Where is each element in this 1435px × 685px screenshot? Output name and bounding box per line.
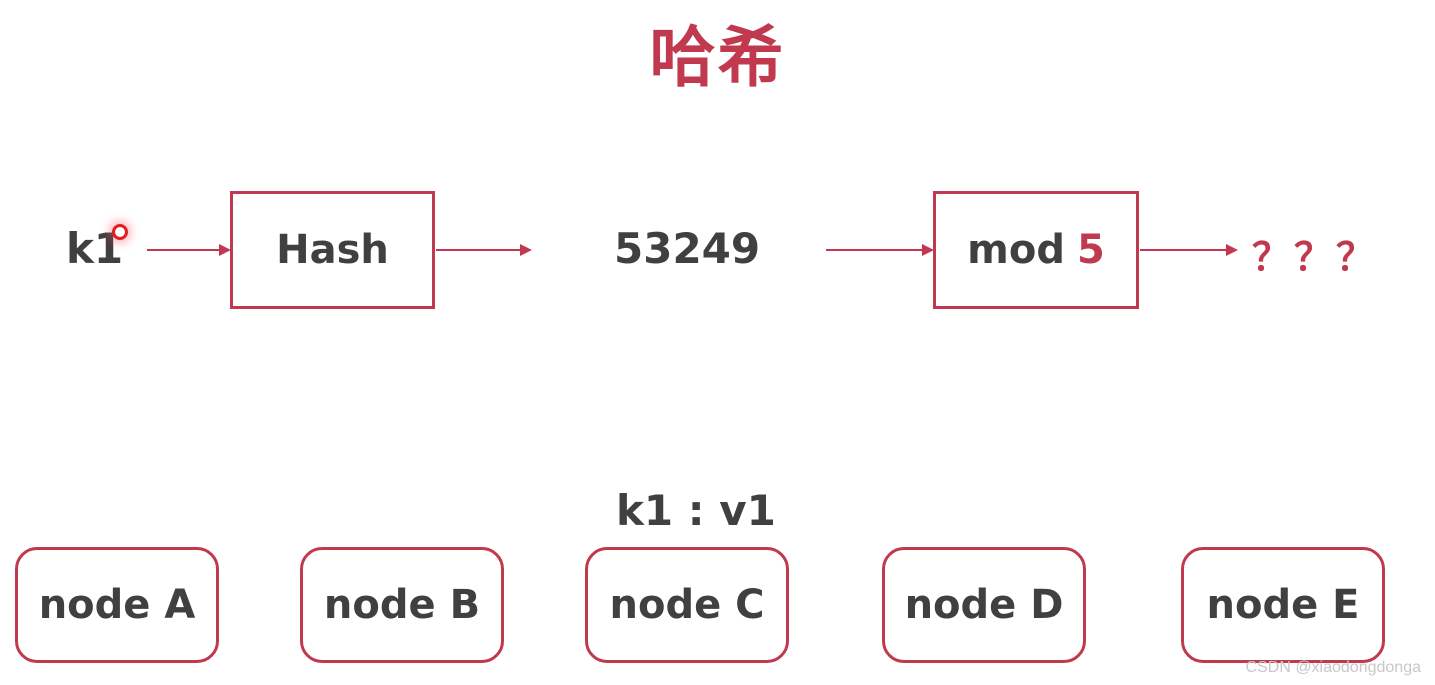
hash-value: 53249 <box>614 224 761 273</box>
node-b-label: node B <box>323 582 481 628</box>
node-b: node B <box>300 547 504 663</box>
mod-box: mod 5 <box>933 191 1139 309</box>
arrow-hash-to-value <box>436 244 532 256</box>
kv-label: k1 : v1 <box>616 486 776 535</box>
cursor-icon <box>112 224 128 240</box>
arrow-mod-to-result <box>1140 244 1238 256</box>
node-c: node C <box>585 547 789 663</box>
mod-box-number: 5 <box>1076 227 1105 273</box>
node-a: node A <box>15 547 219 663</box>
node-e-label: node E <box>1206 582 1360 628</box>
mod-box-prefix: mod <box>967 227 1065 273</box>
page-title: 哈希 <box>649 19 786 96</box>
node-c-label: node C <box>609 582 765 628</box>
node-d-label: node D <box>904 582 1064 628</box>
node-a-label: node A <box>38 582 196 628</box>
arrow-value-to-mod <box>826 244 934 256</box>
node-d: node D <box>882 547 1086 663</box>
result-label: ？？？ <box>1252 235 1379 279</box>
hash-box: Hash <box>230 191 435 309</box>
hash-box-label: Hash <box>276 227 389 273</box>
arrow-key-to-hash <box>147 244 231 256</box>
watermark: CSDN @xiaodongdonga <box>1245 659 1421 676</box>
node-e: node E <box>1181 547 1385 663</box>
